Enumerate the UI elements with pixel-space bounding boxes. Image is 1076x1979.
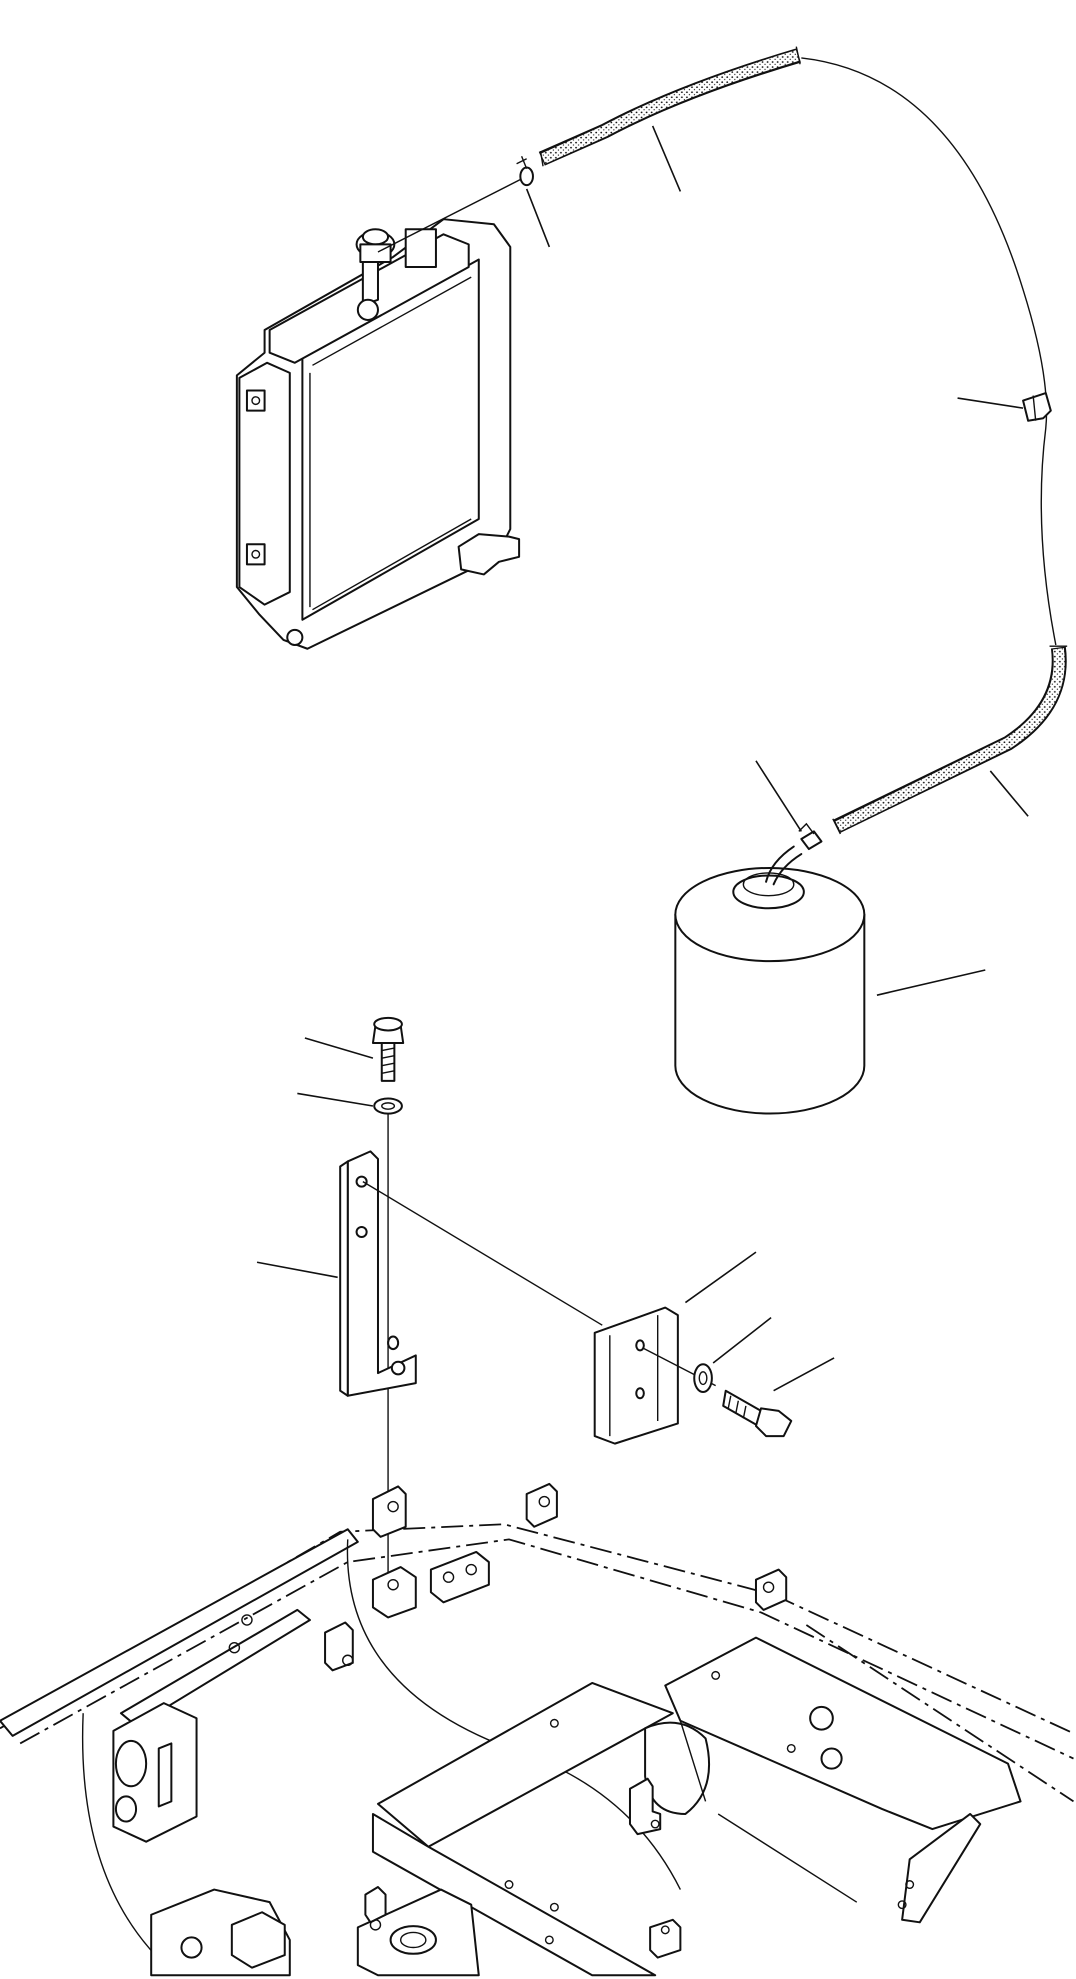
leader-clamp-lower: [756, 761, 801, 832]
revolving-frame: [0, 1484, 1073, 1975]
leader-reserve-tank: [877, 970, 985, 995]
leader-hose-lower: [990, 771, 1028, 816]
leader-hose-upper: [653, 126, 681, 192]
radiator: [237, 219, 519, 649]
hose-clamp-upper: [517, 156, 533, 185]
bolt-upper: [373, 1018, 403, 1081]
leader-plate: [685, 1252, 756, 1302]
radiator-cap: [357, 229, 395, 262]
assembly-line-diagonal: [363, 1182, 602, 1326]
reserve-tank: [675, 847, 864, 1114]
leader-bolt-lower: [774, 1358, 834, 1391]
overflow-hose-lower: [833, 646, 1067, 834]
washer-upper: [374, 1098, 402, 1113]
leader-lines: [257, 126, 1028, 1391]
leader-clamp-upper: [527, 189, 550, 247]
overflow-line-arc: [801, 58, 1056, 645]
leader-washer-lower: [713, 1318, 771, 1363]
mounting-plate: [595, 1308, 678, 1444]
hose-clamp-lower: [799, 824, 822, 849]
tank-bracket: [340, 1151, 416, 1395]
bolt-lower: [723, 1391, 791, 1436]
leader-bracket: [257, 1262, 338, 1277]
hose-clip: [1023, 393, 1051, 421]
leader-clip: [958, 398, 1024, 408]
leader-washer-upper: [297, 1093, 373, 1106]
leader-bolt-upper: [305, 1038, 373, 1058]
washer-lower: [694, 1364, 712, 1392]
overflow-hose-upper: [541, 47, 801, 167]
overflow-tube-line: [378, 179, 522, 252]
